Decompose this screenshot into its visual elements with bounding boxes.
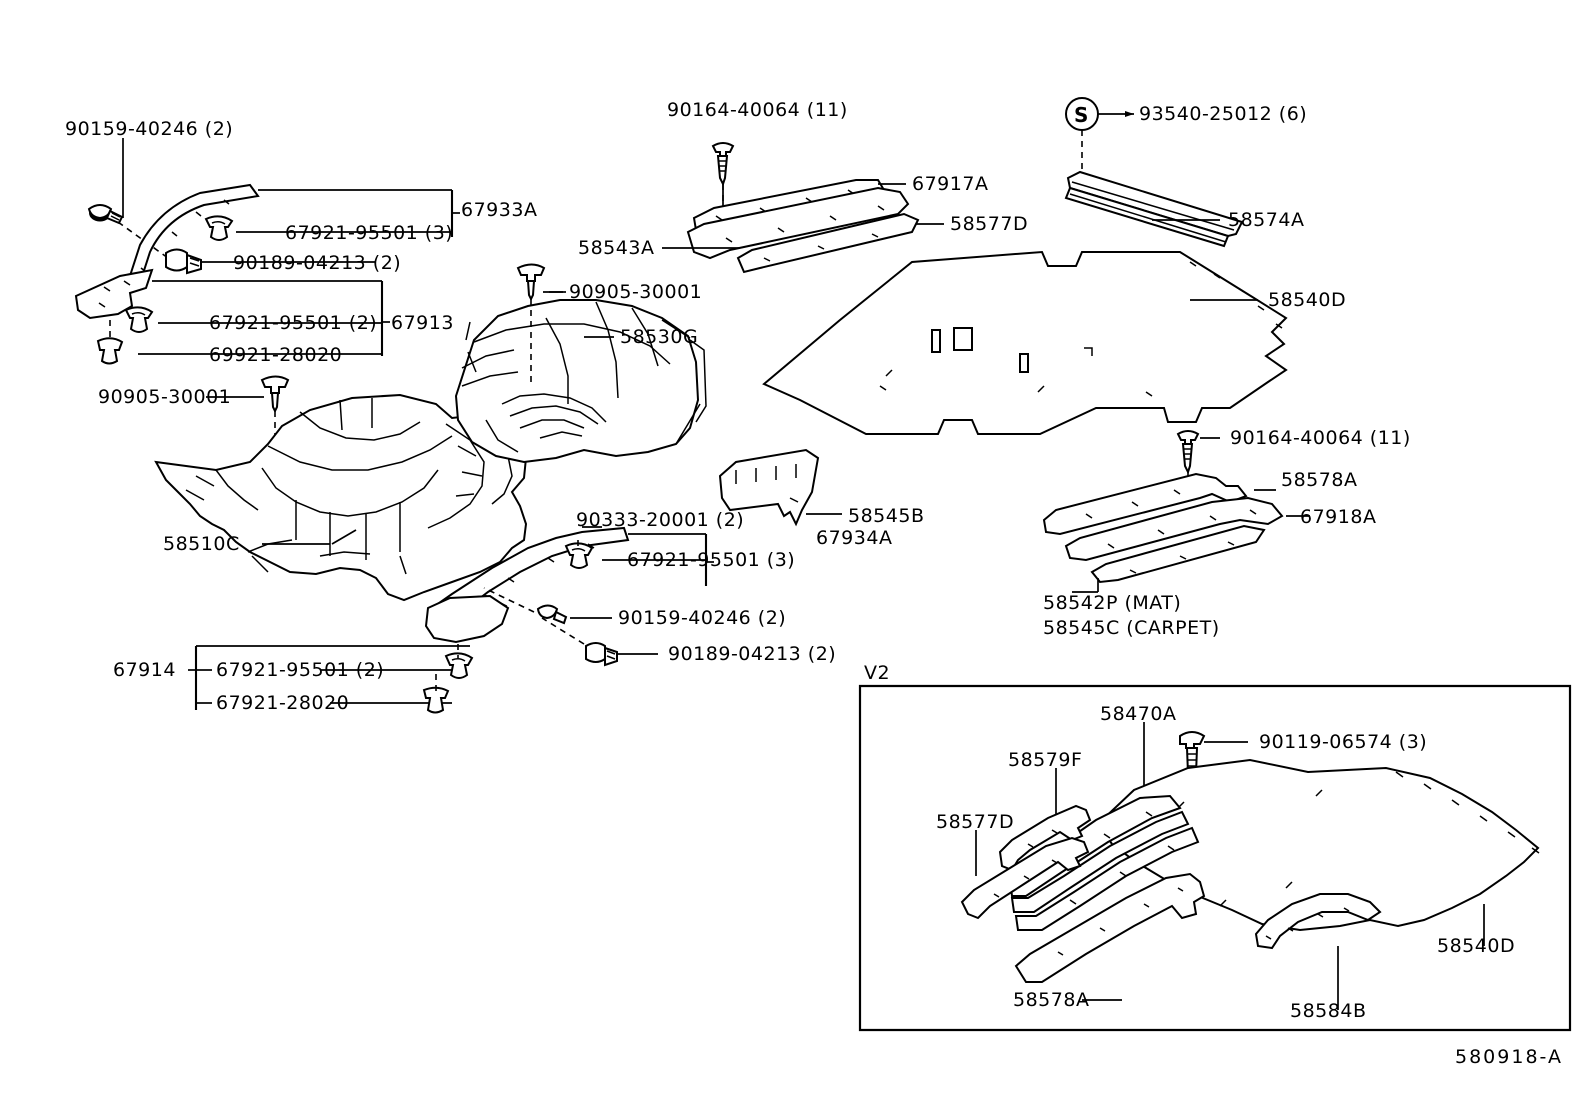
label-90159-40246-lower: 90159-40246 (2) <box>618 607 787 629</box>
part-58578A-inset <box>1014 872 1206 983</box>
nut-90189-04213-icon-a <box>165 248 202 275</box>
part-58542P-mat <box>1090 524 1266 584</box>
label-58578A-inset: 58578A <box>1013 989 1090 1011</box>
part-58540D-inset <box>1096 758 1540 932</box>
label-58470A: 58470A <box>1100 703 1177 725</box>
part-58510C-front-floor-carpet <box>154 393 528 602</box>
label-67921-28020: 67921-28020 <box>216 692 350 714</box>
label-67913: 67913 <box>391 312 454 334</box>
part-58577D-inset <box>960 836 1090 920</box>
part-58574A-molding <box>1064 170 1244 248</box>
part-67917A-scuff-plate <box>692 179 886 236</box>
label-58510C: 58510C <box>163 533 240 555</box>
diagram-id: 580918-A <box>1455 1046 1563 1068</box>
part-58578A-right <box>1042 472 1248 536</box>
part-67918A-right <box>1064 496 1284 562</box>
label-67917A: 67917A <box>912 173 989 195</box>
part-67914-plate <box>424 594 510 644</box>
label-58540D-inset: 58540D <box>1437 935 1516 957</box>
label-67921-95501-3a: 67921-95501 (3) <box>285 222 454 244</box>
label-58577D-top: 58577D <box>950 213 1029 235</box>
label-67921-95501-3b: 67921-95501 (3) <box>627 549 796 571</box>
label-67921-95501-2b: 67921-95501 (2) <box>216 659 385 681</box>
symbol-s-letter: S <box>1074 103 1089 127</box>
label-90905-30001-left: 90905-30001 <box>98 386 232 408</box>
screw-90905-30001-icon-center <box>516 263 546 302</box>
label-90119-06574: 90119-06574 (3) <box>1259 731 1428 753</box>
part-58584B-bracket <box>1254 893 1382 950</box>
clip-67921-28020-icon <box>422 686 450 714</box>
nut-90189-04213-icon-b <box>585 642 618 667</box>
label-58542P-mat: 58542P (MAT) <box>1043 592 1182 614</box>
label-58574A: 58574A <box>1228 209 1305 231</box>
label-67934A: 67934A <box>816 527 893 549</box>
label-90333-20001: 90333-20001 (2) <box>576 509 745 531</box>
label-67921-95501-2a: 67921-95501 (2) <box>209 312 378 334</box>
clip-67921-95501-icon-b <box>124 306 154 333</box>
label-90164-40064-top: 90164-40064 (11) <box>667 99 848 121</box>
part-67934A-bracket <box>427 526 630 642</box>
label-67933A: 67933A <box>461 199 538 221</box>
label-90189-04213-a: 90189-04213 (2) <box>233 252 402 274</box>
label-58545C-carpet: 58545C (CARPET) <box>1043 617 1220 639</box>
label-93540-25012: 93540-25012 (6) <box>1139 103 1308 125</box>
clip-67921-95501-icon-a <box>204 215 234 241</box>
part-58540D-rear-floor-mat <box>762 250 1288 435</box>
label-58543A: 58543A <box>578 237 655 259</box>
label-67914: 67914 <box>113 659 176 681</box>
label-58540D-main: 58540D <box>1268 289 1347 311</box>
label-58545B: 58545B <box>848 505 925 527</box>
screw-90164-40064-icon-right <box>1176 430 1200 475</box>
label-90189-04213-b: 90189-04213 (2) <box>668 643 837 665</box>
label-67918A: 67918A <box>1300 506 1377 528</box>
label-90164-40064-right: 90164-40064 (11) <box>1230 427 1411 449</box>
clip-69921-28020-icon <box>96 337 124 365</box>
fastener-90159-40246-icon <box>87 204 124 225</box>
label-58530G: 58530G <box>620 326 699 348</box>
clip-67921-95501-icon-d <box>444 652 474 679</box>
part-58577D-trim <box>736 212 920 274</box>
label-inset-v2: V2 <box>864 662 891 684</box>
screw-90164-40064-icon-top <box>711 142 735 187</box>
part-58470A-rail <box>1008 794 1200 931</box>
screw-90159-40246-icon-lower <box>536 604 568 625</box>
label-90159-40246-upper: 90159-40246 (2) <box>65 118 234 140</box>
label-90905-30001-center: 90905-30001 <box>569 281 703 303</box>
label-58577D-inset: 58577D <box>936 811 1015 833</box>
part-58543A-silencer <box>686 186 910 260</box>
label-58584B: 58584B <box>1290 1000 1367 1022</box>
label-69921-28020: 69921-28020 <box>209 344 343 366</box>
bolt-90119-06574-icon <box>1179 731 1206 780</box>
label-58579F: 58579F <box>1008 749 1083 771</box>
label-58578A-right: 58578A <box>1281 469 1358 491</box>
part-58530G-insulator <box>454 299 707 464</box>
clip-67921-95501-icon-c <box>564 542 594 569</box>
screw-90905-30001-icon-left <box>260 375 290 414</box>
